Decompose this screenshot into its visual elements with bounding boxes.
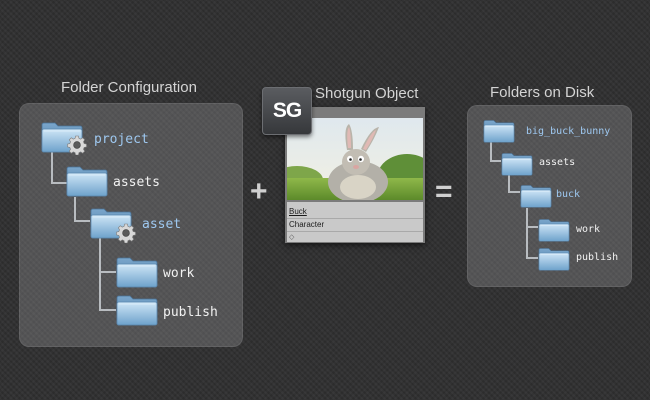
- tree-connector: [74, 220, 90, 222]
- config-asset-label: asset: [142, 217, 182, 232]
- disk-buck-label: buck: [556, 189, 581, 200]
- tree-connector: [51, 182, 67, 184]
- shotgun-entity-name[interactable]: Buck: [289, 207, 307, 216]
- tree-connector: [508, 171, 510, 193]
- tree-connector: [74, 197, 76, 222]
- config-project-label: project: [94, 132, 149, 147]
- folders-on-disk-panel: big_buck_bunny assets buck work publish: [467, 105, 632, 287]
- plus-operator: +: [250, 175, 268, 208]
- equals-operator: =: [435, 175, 453, 208]
- tree-connector: [526, 226, 538, 228]
- folder-icon: [116, 294, 158, 326]
- shotgun-object-card: Buck Character ◇: [285, 107, 425, 243]
- disk-work-label: work: [576, 224, 601, 235]
- folder-icon: [538, 247, 570, 271]
- tree-connector: [490, 139, 492, 162]
- disk-publish-label: publish: [576, 252, 619, 263]
- shotgun-logo: SG: [262, 87, 312, 135]
- bunny-thumbnail: [287, 118, 423, 200]
- tree-connector: [526, 257, 538, 259]
- tree-connector: [51, 150, 53, 184]
- shotgun-entity-extra: ◇: [289, 234, 295, 241]
- tree-connector: [490, 160, 501, 162]
- gear-icon: [67, 135, 87, 155]
- folder-icon: [483, 119, 515, 143]
- folders-on-disk-heading: Folders on Disk: [490, 84, 595, 101]
- folder-icon: [520, 184, 552, 208]
- config-assets-label: assets: [113, 175, 160, 190]
- disk-root-label: big_buck_bunny: [526, 126, 611, 137]
- folder-icon: [501, 152, 533, 176]
- folder-icon: [538, 218, 570, 242]
- shotgun-entity-type: Character: [289, 220, 325, 229]
- config-publish-label: publish: [163, 305, 218, 320]
- gear-icon: [116, 223, 136, 243]
- folder-configuration-heading: Folder Configuration: [61, 79, 197, 96]
- tree-connector: [99, 271, 116, 273]
- folder-icon: [116, 256, 158, 288]
- disk-assets-label: assets: [539, 157, 576, 168]
- config-work-label: work: [163, 266, 195, 281]
- folder-configuration-panel: project assets asset work publish: [19, 103, 243, 347]
- tree-connector: [508, 191, 520, 193]
- tree-connector: [526, 208, 528, 259]
- tree-connector: [99, 309, 116, 311]
- shotgun-object-heading: Shotgun Object: [315, 85, 419, 102]
- folder-icon: [66, 165, 108, 197]
